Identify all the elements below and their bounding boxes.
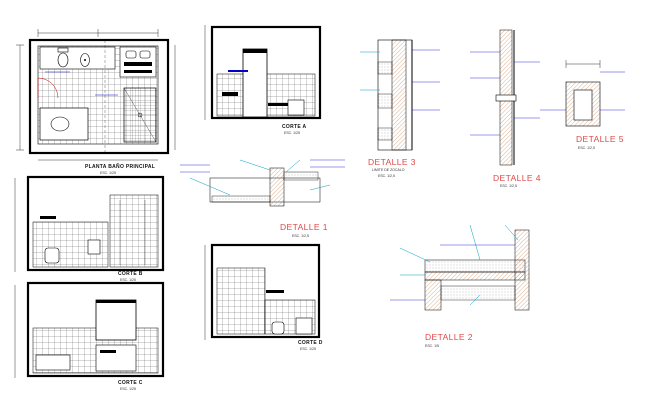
detail-3-subtitle: LIMITE DE ZOCALO <box>372 168 405 172</box>
corte-a-title: CORTE A <box>282 124 307 130</box>
detail-2-scale: ESC. 1/5 <box>425 344 440 348</box>
section-corte-b <box>14 175 165 272</box>
corte-d-scale: ESC. 1/25 <box>300 347 316 351</box>
corte-a-scale: ESC. 1/25 <box>284 131 300 135</box>
toilet-icon <box>57 47 69 68</box>
detail-1 <box>180 159 345 207</box>
detail-2 <box>390 224 530 311</box>
detail-5-title: DETALLE 5 <box>576 134 624 144</box>
sink-icon <box>125 50 151 59</box>
section-corte-a <box>204 25 322 120</box>
corte-c-title: CORTE C <box>118 380 143 386</box>
detail-4-title: DETALLE 4 <box>493 173 541 183</box>
detail-5-scale: ESC. 1/2,5 <box>578 146 595 150</box>
corte-c-scale: ESC. 1/25 <box>120 387 136 391</box>
corte-d-title: CORTE D <box>298 340 323 346</box>
corte-b-scale: ESC. 1/25 <box>120 278 136 282</box>
bathtub-icon <box>39 107 89 141</box>
detail-2-title: DETALLE 2 <box>425 332 473 342</box>
plan-title: PLANTA BAÑO PRINCIPAL <box>85 164 156 170</box>
detail-1-scale: ESC. 1/2,5 <box>292 234 309 238</box>
detail-3-scale: ESC. 1/2,5 <box>378 174 395 178</box>
section-corte-d <box>204 243 321 340</box>
detail-5 <box>540 60 625 127</box>
corte-b-title: CORTE B <box>118 271 143 277</box>
plan-scale: ESC. 1/25 <box>100 171 116 175</box>
detail-1-title: DETALLE 1 <box>280 222 328 232</box>
detail-3 <box>360 39 440 151</box>
shower-icon <box>123 87 157 143</box>
detail-4 <box>470 29 540 166</box>
section-corte-c <box>14 281 165 378</box>
detail-3-title: DETALLE 3 <box>368 157 416 167</box>
detail-4-scale: ESC. 1/2,5 <box>500 184 517 188</box>
bathroom-plan <box>16 29 176 161</box>
bidet-icon <box>80 53 90 67</box>
